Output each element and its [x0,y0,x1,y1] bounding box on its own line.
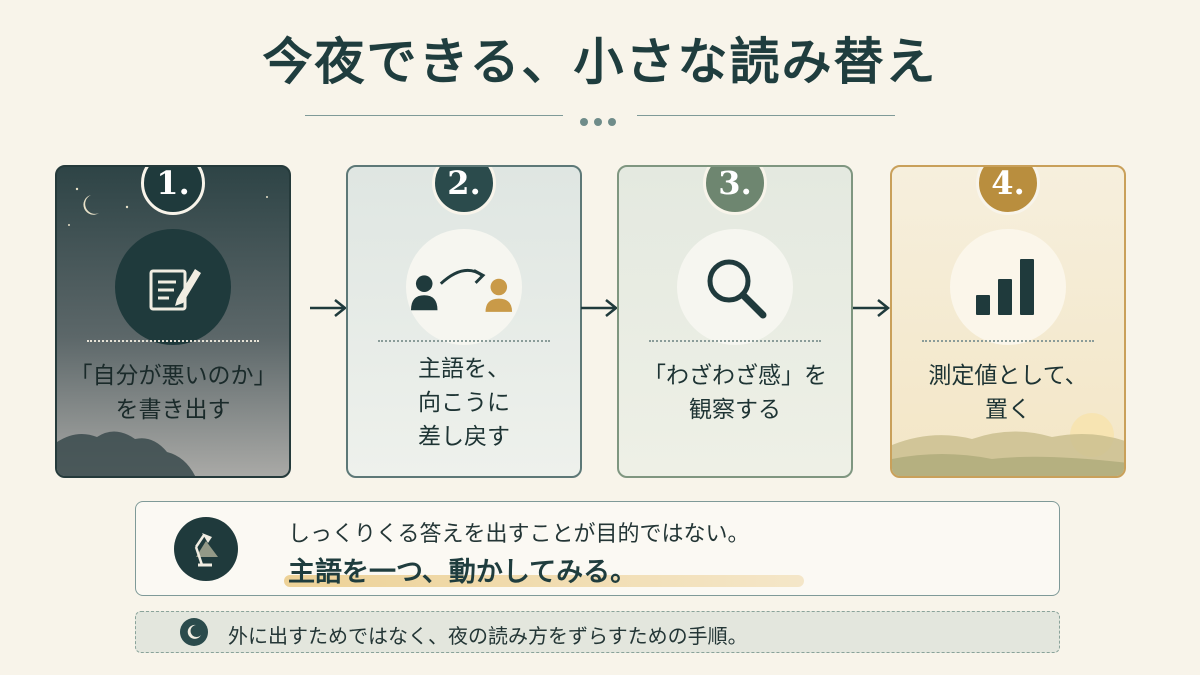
step-card-4: 4. 測定値として、 置く [890,165,1126,478]
bar-chart-icon [950,229,1066,345]
note-pencil-icon [115,229,231,345]
footnote-text: 外に出すためではなく、夜の読み方をずらすための手順。 [228,624,748,648]
step-text: 「自分が悪いのか」 を書き出す [69,363,277,423]
title-divider [305,108,895,126]
magnifier-icon [677,229,793,345]
moon-icon [180,618,208,646]
subject-shift-icon [406,229,522,345]
step-text: 測定値として、 置く [928,363,1088,423]
step-number-badge: 1. [141,167,205,215]
text-highlight [284,575,804,587]
message-line-2: 主語を一つ、動かしてみる。 [288,557,638,588]
step-card-1: 1. 「自分が悪いのか」 を書き出す [55,165,291,478]
desk-lamp-icon [174,517,238,581]
hills-decoration [892,413,1124,476]
step-number-badge: 4. [976,167,1040,215]
arrow-right-icon [853,299,891,317]
arrow-right-icon [310,299,348,317]
card-divider [378,340,550,342]
page-title: 今夜できる、小さな読み替え [262,32,938,91]
step-text: 「わざわざ感」を 観察する [643,363,827,423]
step-card-2: 2. 主語を、 向こうに 差し戻す [346,165,582,478]
message-line-1: しっくりくる答えを出すことが目的ではない。 [288,522,750,547]
card-divider [649,340,821,342]
step-number-badge: 3. [703,167,767,215]
night-sky-decoration [57,187,268,476]
step-text: 主語を、 向こうに 差し戻す [418,356,510,450]
card-divider [922,340,1094,342]
step-number-badge: 2. [432,167,496,215]
key-message-box: しっくりくる答えを出すことが目的ではない。 主語を一つ、動かしてみる。 [135,501,1060,596]
arrow-right-icon [581,299,619,317]
step-card-3: 3. 「わざわざ感」を 観察する [617,165,853,478]
card-divider [87,340,259,342]
footnote-box: 外に出すためではなく、夜の読み方をずらすための手順。 [135,611,1060,653]
